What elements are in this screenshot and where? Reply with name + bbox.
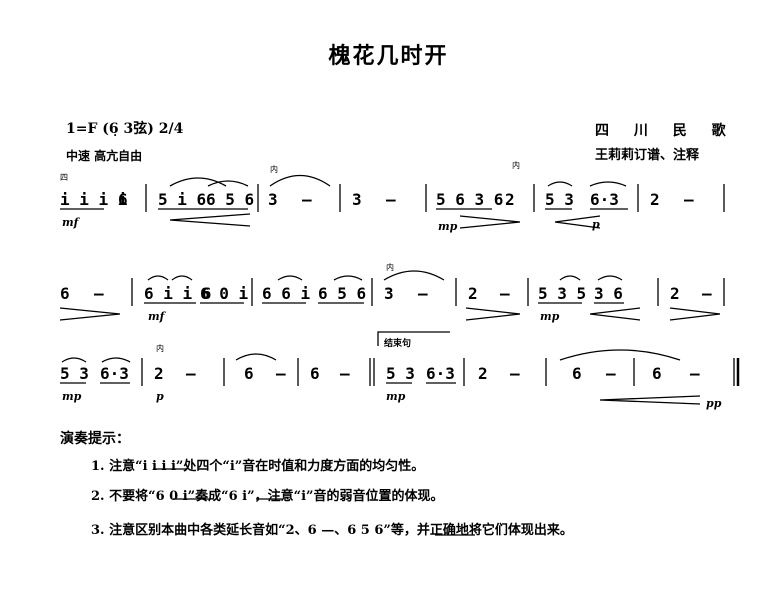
tips-header: 演奏提示：	[60, 431, 130, 447]
notes-6: 6 5 6	[318, 284, 367, 303]
notes-12: 3 6	[594, 284, 623, 303]
dynamic-mf: mf	[62, 216, 79, 229]
notes-3: 5 i 6	[158, 190, 207, 209]
notes-12: 6·3	[590, 190, 619, 209]
notes-8: —	[418, 284, 428, 303]
notes-4: —	[186, 364, 196, 383]
notes-2: 6	[118, 190, 128, 209]
dynamic-mf: mf	[148, 310, 165, 323]
song-origin: 四 川 民 歌	[595, 123, 736, 139]
notes-14: —	[684, 190, 694, 209]
tip-item: 1. 注意“i i i i”处四个“i”音在时值和力度方面的均匀性。	[91, 459, 425, 474]
inner-string-mark: 内	[386, 263, 394, 272]
notes-3: 6 i i 6	[144, 284, 212, 303]
notes-9: 5 3	[386, 364, 415, 383]
notes-5: 3	[268, 190, 278, 209]
notes-7: 6	[310, 364, 320, 383]
notes-4: 6 5 6	[206, 190, 255, 209]
notes-11: 2	[478, 364, 488, 383]
dynamic-mp: mp	[438, 220, 458, 233]
string-mark: 四	[60, 173, 68, 182]
arranger-credit: 王莉莉订谱、注释	[595, 148, 700, 163]
inner-string-mark: 内	[512, 161, 520, 170]
inner-string-mark: 内	[156, 344, 164, 353]
notes-11: 5 3	[545, 190, 574, 209]
ending-label: 结束句	[384, 339, 412, 349]
notes-8: —	[340, 364, 350, 383]
dynamic-p: p	[592, 218, 600, 231]
notes-11: 5 3 5	[538, 284, 587, 303]
notes-13: 2	[670, 284, 680, 303]
notes-5: 6	[244, 364, 254, 383]
notes-2: 6·3	[100, 364, 129, 383]
notes-9: 2	[468, 284, 478, 303]
notes-15: 6	[652, 364, 662, 383]
dynamic-mp: mp	[540, 310, 560, 323]
tip-item: 2. 不要将“6 0 i”奏成“6 i”，注意“i”音的弱音位置的体现。	[91, 489, 444, 504]
dynamic-p: p	[156, 390, 164, 403]
notes-1: 5 3	[60, 364, 89, 383]
tip-item: 3. 注意区别本曲中各类延长音如“2、6 —、6 5 6”等，并正确地将它们体现…	[91, 523, 573, 538]
notes-7: 3	[352, 190, 362, 209]
notes-3: 2	[154, 364, 164, 383]
dynamic-mp: mp	[62, 390, 82, 403]
notes-12: —	[510, 364, 520, 383]
notes-1: 6	[60, 284, 70, 303]
inner-string-mark: 内	[270, 165, 278, 174]
notes-2: —	[94, 284, 104, 303]
notes-13: 2	[650, 190, 660, 209]
dynamic-pp: pp	[706, 397, 722, 410]
notes-5: 6 6 i	[262, 284, 311, 303]
dynamic-mp: mp	[386, 390, 406, 403]
notes-4: 6 0 i	[200, 284, 249, 303]
key-signature: 1=F (6̣ 3弦) 2/4	[66, 121, 184, 137]
notes-9: 5 6 3 6	[436, 190, 504, 209]
score-title: 槐花几时开	[328, 43, 449, 69]
notes-14: —	[702, 284, 712, 303]
notes-14: —	[606, 364, 616, 383]
notes-10: —	[500, 284, 510, 303]
notes-8: —	[386, 190, 396, 209]
notes-13: 6	[572, 364, 582, 383]
notes-16: —	[690, 364, 700, 383]
notes-1: i i i i	[60, 190, 128, 209]
notes-10: 2	[505, 190, 515, 209]
notes-7: 3	[384, 284, 394, 303]
tempo-marking: 中速 高亢自由	[66, 149, 143, 163]
notes-6: —	[276, 364, 286, 383]
notes-10: 6·3	[426, 364, 455, 383]
notes-6: —	[302, 190, 312, 209]
